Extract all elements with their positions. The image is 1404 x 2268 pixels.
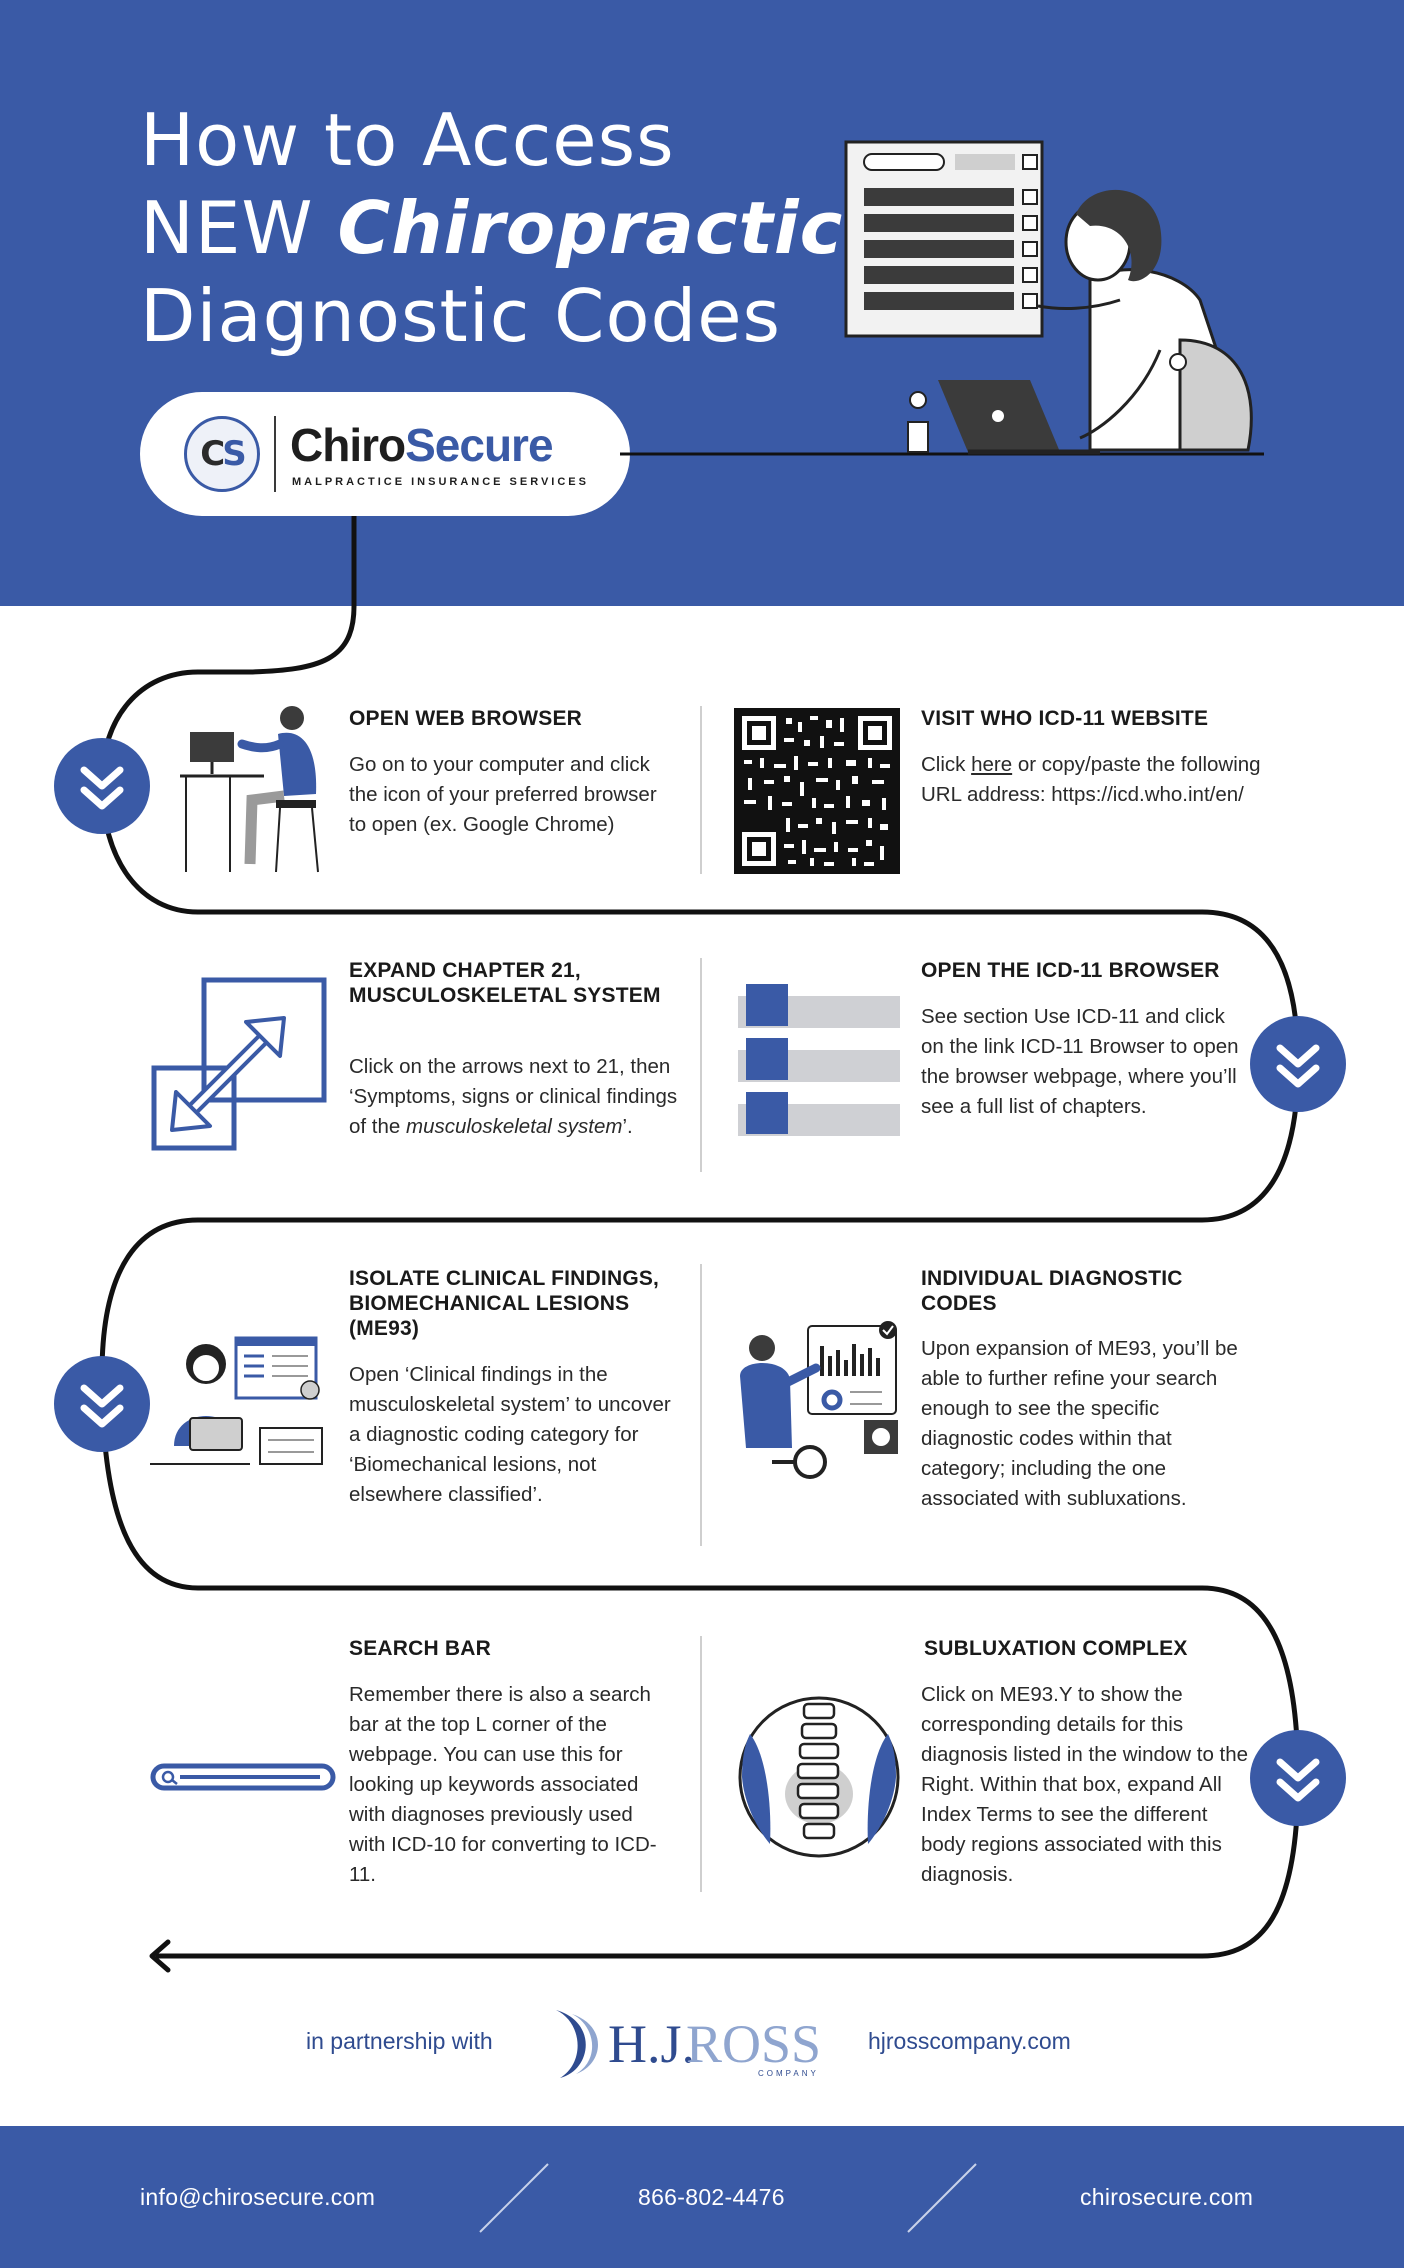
- hero-illustration: [620, 140, 1264, 456]
- logo-initial-c: C: [200, 434, 225, 474]
- person-at-computer-illustration: [180, 706, 319, 873]
- step-2-text-before: Click: [921, 753, 972, 776]
- spine-icon: [738, 1696, 900, 1858]
- header-banner: How to Access NEW Chiropractic Diagnosti…: [0, 0, 1404, 606]
- step-8-text: Click on ME93.Y to show the correspondin…: [921, 1683, 1249, 1886]
- hj-ross-logo: H.J. ROSS COMPANY: [556, 2010, 821, 2078]
- footer-bar: info@chirosecure.com 866-802-4476 chiros…: [0, 2126, 1404, 2268]
- title-line-2: NEW Chiropractic: [140, 184, 843, 272]
- step-3-text-italic: musculoskeletal system: [406, 1115, 623, 1138]
- step-3-text-after: ’.: [622, 1115, 633, 1138]
- divider-row-1: [700, 706, 702, 874]
- step-2-title: VISIT WHO ICD-11 WEBSITE: [921, 707, 1209, 730]
- step-2-text: Click here or copy/paste the following U…: [921, 750, 1261, 810]
- step-6-title: INDIVIDUAL DIAGNOSTIC CODES: [921, 1267, 1183, 1315]
- footer-website-link[interactable]: chirosecure.com: [1080, 2184, 1254, 2210]
- footer-separator-2: [907, 2163, 977, 2233]
- chevron-badge-3: [54, 1356, 150, 1452]
- man-with-charts-illustration: [740, 1321, 898, 1479]
- step-5-title: ISOLATE CLINICAL FINDINGS, BIOMECHANICAL…: [349, 1267, 660, 1340]
- expand-arrows-icon: [151, 977, 327, 1151]
- hj-ross-logo-ross: ROSS: [686, 2014, 821, 2074]
- chevron-badge-2: [1250, 1016, 1346, 1112]
- step-3-title: EXPAND CHAPTER 21, MUSCULOSKELETAL SYSTE…: [349, 959, 661, 1007]
- logo-tagline: MALPRACTICE INSURANCE SERVICES: [292, 476, 589, 488]
- footer-phone-link[interactable]: 866-802-4476: [638, 2184, 785, 2210]
- flow-path-arrowhead: [149, 1939, 171, 1973]
- double-chevron-down-icon: [1276, 1758, 1320, 1802]
- chapter-list-icon: [738, 984, 900, 1136]
- title-line-1: How to Access: [140, 98, 675, 182]
- logo-word-chiro: Chiro: [290, 419, 406, 471]
- step-8-title: SUBLUXATION COMPLEX: [924, 1637, 1188, 1660]
- double-chevron-down-icon: [80, 1384, 124, 1428]
- here-link[interactable]: here: [971, 753, 1013, 776]
- flow-path-line: [99, 516, 1301, 1959]
- footer-email-link[interactable]: info@chirosecure.com: [140, 2184, 376, 2210]
- step-4-text: See section Use ICD-11 and click on the …: [921, 1005, 1239, 1118]
- title-line-3: Diagnostic Codes: [140, 274, 782, 358]
- step-1-text: Go on to your computer and click the ico…: [349, 753, 657, 836]
- step-1-title: OPEN WEB BROWSER: [349, 707, 583, 730]
- page-title: How to Access NEW Chiropractic Diagnosti…: [140, 96, 843, 360]
- chevron-badge-4: [1250, 1730, 1346, 1826]
- chevron-badge-1: [54, 738, 150, 834]
- step-3-text-before: Click on the arrows next to 21, then ‘Sy…: [349, 1055, 678, 1138]
- footer-separator-1: [479, 2163, 549, 2233]
- title-chiropractic: Chiropractic: [337, 186, 844, 270]
- hj-ross-logo-hj: H.J.: [608, 2014, 695, 2074]
- woman-with-laptop-illustration: [150, 1336, 323, 1465]
- search-bar-icon: [150, 1763, 336, 1791]
- double-chevron-down-icon: [80, 766, 124, 810]
- title-new: NEW: [140, 186, 338, 270]
- double-chevron-down-icon: [1276, 1044, 1320, 1088]
- partnership-label: in partnership with: [306, 2028, 493, 2054]
- divider-row-4: [700, 1636, 702, 1892]
- step-7-text: Remember there is also a search bar at t…: [349, 1683, 657, 1886]
- hj-ross-logo-company: COMPANY: [758, 2069, 819, 2078]
- qr-code-icon[interactable]: [734, 708, 900, 874]
- logo-divider: [274, 416, 276, 492]
- hj-ross-website-link[interactable]: hjrosscompany.com: [868, 2028, 1071, 2054]
- step-5-text: Open ‘Clinical findings in the musculosk…: [349, 1363, 671, 1506]
- divider-row-3: [700, 1264, 702, 1546]
- step-2-text-after: or copy/paste the following URL address:…: [921, 753, 1261, 806]
- logo-initial-s: S: [222, 434, 246, 474]
- step-3-text: Click on the arrows next to 21, then ‘Sy…: [349, 1052, 679, 1142]
- logo-word-secure: Secure: [405, 419, 553, 471]
- step-4-title: OPEN THE ICD-11 BROWSER: [921, 959, 1220, 982]
- logo-wordmark: ChiroSecure: [290, 418, 554, 472]
- step-6-text: Upon expansion of ME93, you’ll be able t…: [921, 1337, 1238, 1510]
- divider-row-2: [700, 958, 702, 1172]
- step-7-title: SEARCH BAR: [349, 1637, 492, 1660]
